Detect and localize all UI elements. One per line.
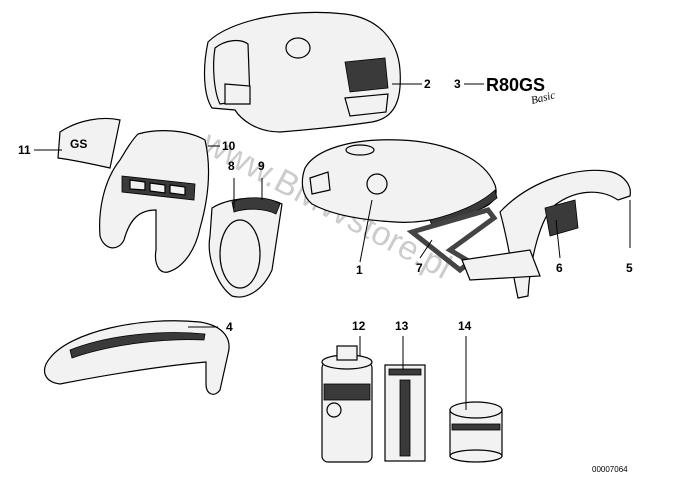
- callout-2: 2: [424, 77, 431, 91]
- callout-7: 7: [416, 261, 423, 275]
- part-fairing[interactable]: [99, 130, 210, 273]
- callout-1: 1: [356, 263, 363, 277]
- model-prefix-number: 3: [454, 77, 461, 91]
- model-variant: Basic: [530, 89, 557, 107]
- part-side-frame[interactable]: [406, 207, 498, 274]
- part-paint-tin[interactable]: [449, 401, 503, 463]
- callout-11: 11: [18, 143, 31, 157]
- part-11-emblem-text: GS: [70, 137, 87, 151]
- leader-lines: [34, 83, 631, 410]
- callout-5: 5: [626, 261, 633, 275]
- part-fuel-tank-rear-view[interactable]: [203, 11, 401, 133]
- part-fuel-tank[interactable]: [301, 139, 498, 227]
- part-front-fender[interactable]: [43, 320, 230, 395]
- callout-8: 8: [228, 159, 235, 173]
- callout-6: 6: [556, 261, 563, 275]
- callout-12: 12: [352, 319, 366, 333]
- callout-14: 14: [458, 319, 472, 333]
- part-touch-up-card[interactable]: [384, 364, 426, 462]
- callout-9: 9: [258, 159, 265, 173]
- part-rear-fender[interactable]: [461, 169, 631, 299]
- part-windscreen-emblem[interactable]: GS: [57, 117, 121, 169]
- document-number: 00007064: [592, 465, 628, 474]
- callout-13: 13: [395, 319, 409, 333]
- callout-10: 10: [222, 139, 236, 153]
- part-headlight-shell[interactable]: [208, 197, 283, 298]
- part-spray-can[interactable]: [321, 345, 373, 463]
- model-code: R80GS: [486, 75, 545, 95]
- callout-4: 4: [226, 320, 233, 334]
